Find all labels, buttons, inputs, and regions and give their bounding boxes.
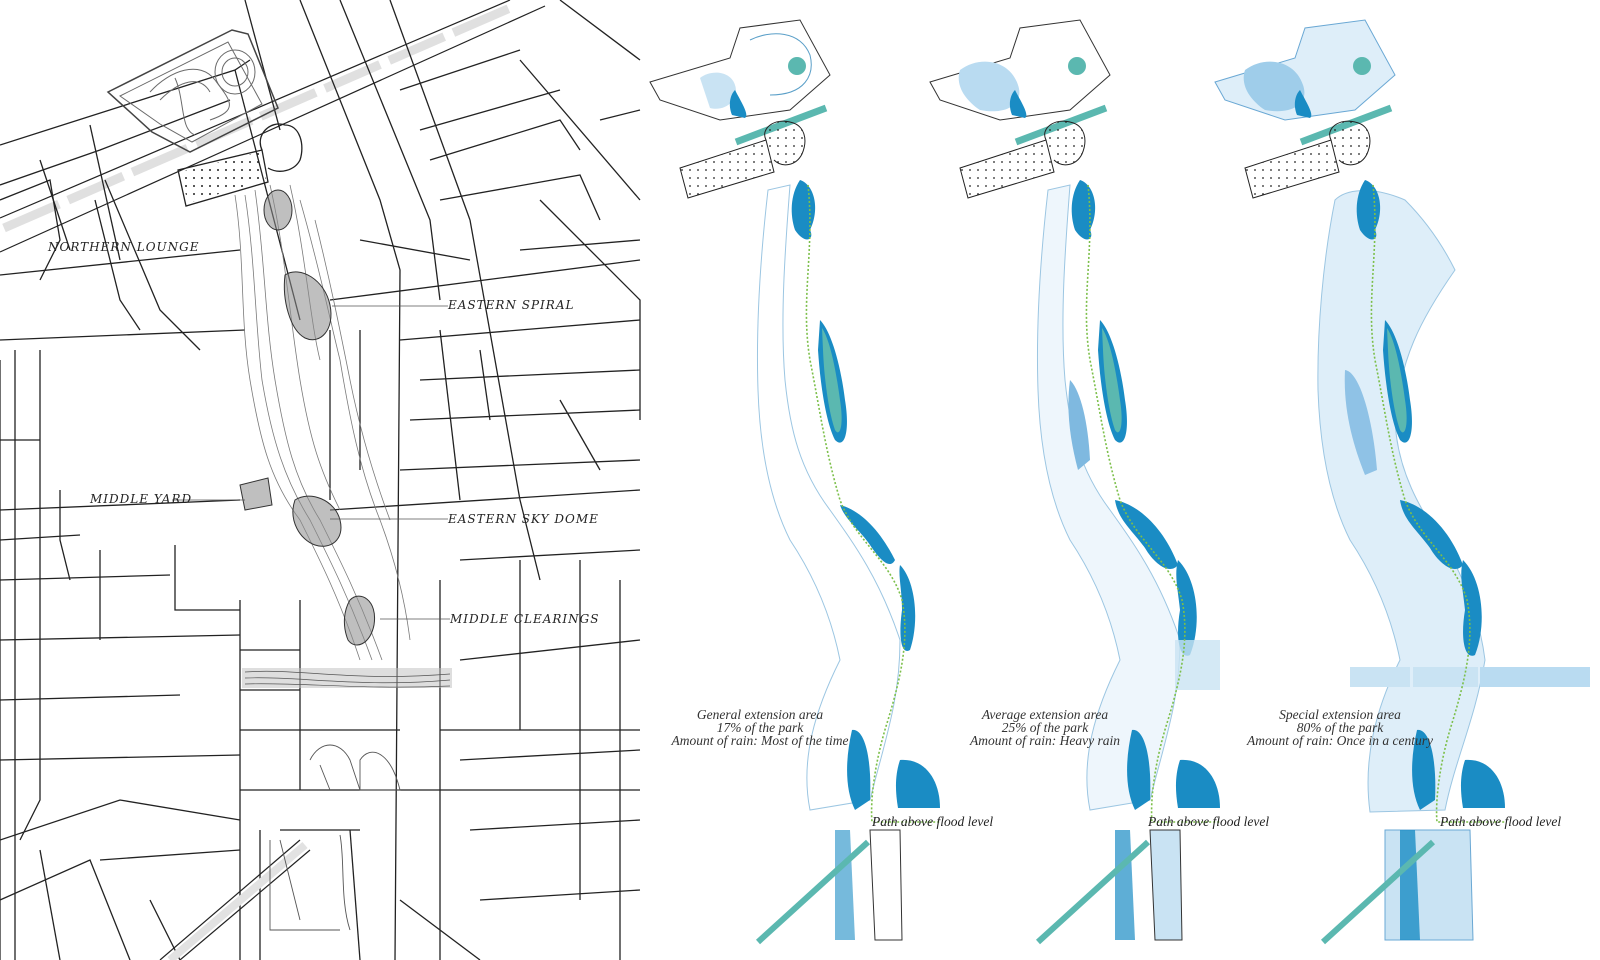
flood-map-average: Average extension area 25% of the park A…: [920, 0, 1269, 960]
scenario-title: Special extension area: [1279, 707, 1401, 722]
north-park-contours: [106, 29, 279, 153]
label-middle-clearings: MIDDLE CLEARINGS: [450, 612, 600, 626]
dotted-plaza: [177, 123, 303, 207]
dotted-plaza: [679, 120, 806, 199]
scenario-title: General extension area: [696, 707, 824, 722]
label-middle-yard: MIDDLE YARD: [90, 492, 193, 506]
flood-extent-map-3: [1214, 19, 1590, 945]
flood-strip: [1350, 667, 1410, 687]
flood-map-general: General extension area 17% of the park A…: [640, 0, 993, 960]
street-network-map: [0, 0, 641, 960]
scenario-title: Average extension area: [981, 707, 1109, 722]
flood-map-special: Special extension area 80% of the park A…: [1205, 0, 1590, 960]
scenario-rain: Amount of rain: Heavy rain: [970, 733, 1120, 748]
landform-features: [239, 189, 376, 646]
path-above-flood-note: Path above flood level: [1440, 814, 1562, 829]
label-northern-lounge: NORTHERN LOUNGE: [48, 240, 200, 254]
master-plan-map: NORTHERN LOUNGE EASTERN SPIRAL MIDDLE YA…: [0, 0, 650, 960]
scenario-rain: Amount of rain: Once in a century: [1247, 733, 1433, 748]
scenario-caption: General extension area 17% of the park A…: [660, 707, 860, 748]
scenario-coverage: 80% of the park: [1296, 720, 1384, 735]
scenario-caption: Special extension area 80% of the park A…: [1225, 707, 1455, 748]
north-park: [649, 19, 831, 121]
scenario-coverage: 25% of the park: [1001, 720, 1089, 735]
flood-extent-map-2: [929, 19, 1220, 945]
scenario-rain: Amount of rain: Most of the time: [671, 733, 849, 748]
path-above-flood-note: Path above flood level: [872, 814, 994, 829]
label-eastern-sky-dome: EASTERN SKY DOME: [448, 512, 599, 526]
label-eastern-spiral: EASTERN SPIRAL: [448, 298, 575, 312]
path-above-flood-note: Path above flood level: [1148, 814, 1270, 829]
park-corridor-contours: [234, 184, 411, 661]
scenario-coverage: 17% of the park: [716, 720, 804, 735]
flood-extent-map-1: [649, 19, 940, 945]
scenario-caption: Average extension area 25% of the park A…: [940, 707, 1150, 748]
